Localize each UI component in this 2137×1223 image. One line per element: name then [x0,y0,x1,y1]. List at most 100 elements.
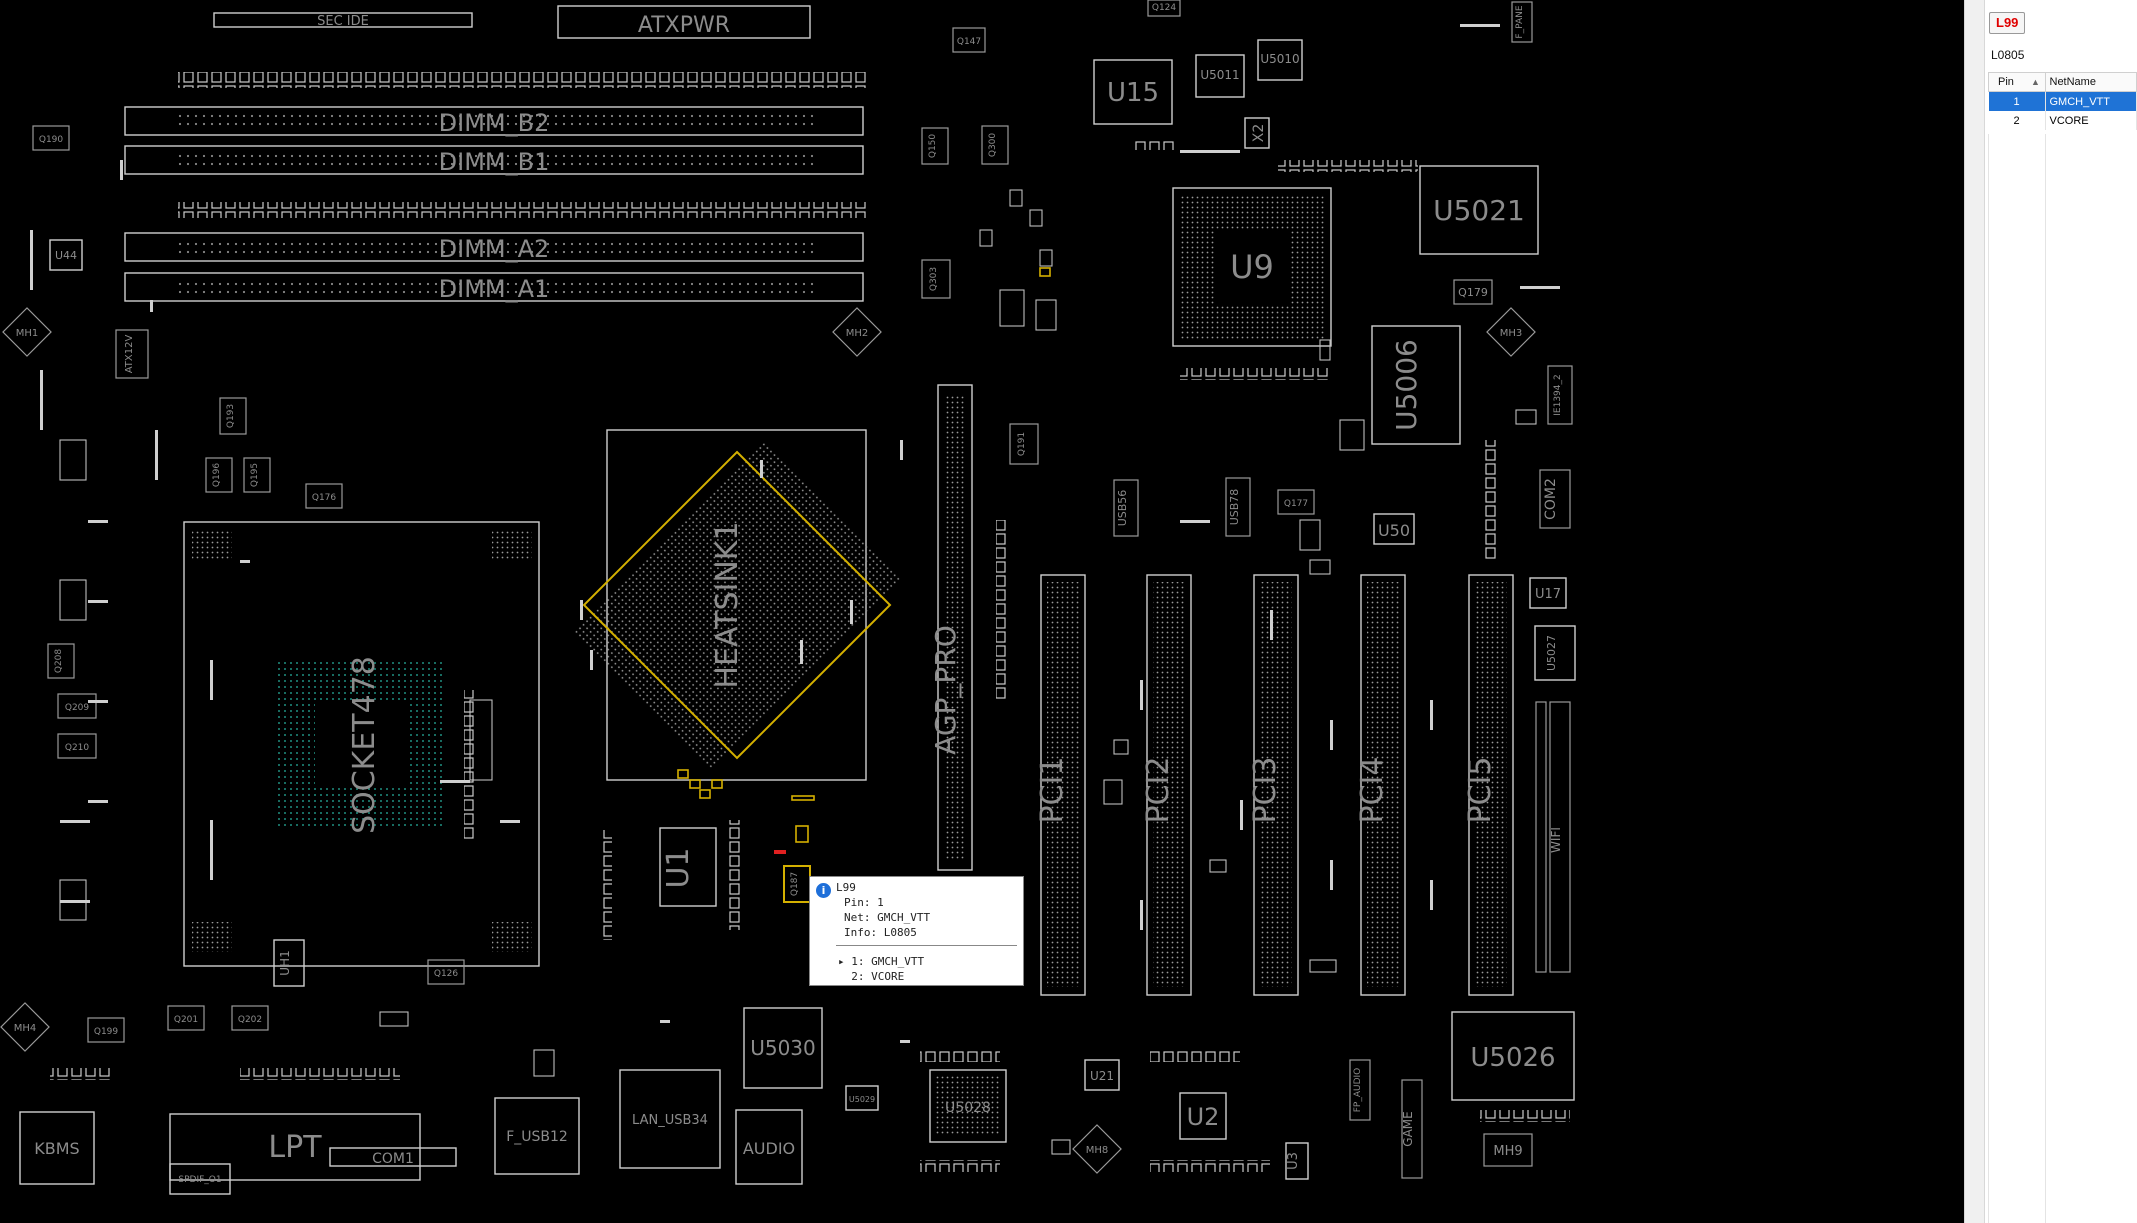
dimm-a1-slot[interactable]: DIMM_A1 [124,272,864,303]
table-row[interactable]: 1 GMCH_VTT [1988,91,2137,111]
tooltip-pin-item-1[interactable]: ▸ 1: GMCH_VTT [838,955,925,968]
svg-text:SPDIF_O1: SPDIF_O1 [178,1175,221,1185]
q177[interactable]: Q177 [1277,489,1315,515]
usb78-connector[interactable]: USB78 [1225,477,1251,537]
spdif-connector[interactable]: SPDIF_O1 [169,1163,231,1195]
kbms-connector[interactable]: KBMS [19,1111,95,1185]
svg-text:Q195: Q195 [250,463,260,487]
q191[interactable]: Q191 [1009,423,1039,465]
svg-text:IE1394_2: IE1394_2 [1553,374,1563,415]
chip-u5027[interactable]: U5027 [1534,625,1576,681]
agp-pro-slot[interactable]: AGP_PRO [929,384,973,871]
chip-u44[interactable]: U44 [49,239,83,271]
q176[interactable]: Q176 [305,483,343,509]
chip-u3[interactable]: U3 [1285,1142,1309,1180]
chip-u21[interactable]: U21 [1084,1059,1120,1091]
wifi-connector[interactable]: WIFI [1549,701,1571,973]
q150[interactable]: Q150 [921,127,949,165]
q195[interactable]: Q195 [243,457,271,493]
q300[interactable]: Q300 [981,125,1009,165]
sec-ide-connector[interactable]: SEC IDE [213,12,473,29]
audio-connector[interactable]: AUDIO [735,1109,803,1185]
chip-u5028[interactable]: U5028 [929,1069,1007,1143]
q201[interactable]: Q201 [167,1005,205,1031]
svg-text:FP_AUDIO: FP_AUDIO [1353,1068,1363,1113]
tooltip-pin-item-2[interactable]: 2: VCORE [838,970,905,983]
f-usb12-connector[interactable]: F_USB12 [494,1097,580,1175]
svg-text:MH4: MH4 [14,1023,37,1034]
chip-u9[interactable]: U9 [1172,187,1332,347]
chip-u17[interactable]: U17 [1529,577,1567,609]
chip-u5021[interactable]: U5021 [1419,165,1539,255]
lan-usb34-connector[interactable]: LAN_USB34 [619,1069,721,1169]
ie1394-connector[interactable]: IE1394_2 [1547,365,1573,425]
chip-u5010[interactable]: U5010 [1257,39,1303,81]
chip-u1[interactable]: U1 [659,827,717,907]
atxpwr-connector[interactable]: ATXPWR [557,5,811,39]
dimm-a2-slot[interactable]: DIMM_A2 [124,232,864,263]
pci4-slot[interactable]: PCI4 [1355,574,1406,996]
q303[interactable]: Q303 [921,259,951,299]
panel-splitter[interactable] [1964,0,1985,1223]
mh9[interactable]: MH9 [1483,1133,1533,1167]
pci5-slot[interactable]: PCI5 [1463,574,1514,996]
board-canvas[interactable]: SEC IDE ATXPWR DIMM_B2 DIMM_B1 DIMM_A2 D… [0,0,1964,1223]
chip-u2[interactable]: U2 [1179,1092,1227,1140]
mh2[interactable]: MH2 [832,307,882,357]
heatsink[interactable]: HEATSINK1 [572,429,902,781]
part-name-badge[interactable]: L99 [1989,12,2026,34]
mh1[interactable]: MH1 [2,307,52,357]
pci2-slot[interactable]: PCI2 [1141,574,1192,996]
chip-u15[interactable]: U15 [1093,59,1173,125]
q199[interactable]: Q199 [87,1017,125,1043]
chip-u50[interactable]: U50 [1373,513,1415,545]
column-header-netname[interactable]: NetName [2044,72,2137,92]
selected-part-l99[interactable] [774,850,786,854]
pin-table[interactable]: Pin ▲ NetName 1 GMCH_VTT 2 VCORE [1988,72,2137,130]
fp-audio-connector[interactable]: FP_AUDIO [1349,1059,1371,1121]
chip-u5030[interactable]: U5030 [743,1007,823,1089]
chip-u5029[interactable]: U5029 [845,1085,879,1111]
svg-text:WIFI: WIFI [1549,827,1563,853]
chip-u5011[interactable]: U5011 [1195,54,1245,98]
dimm-b1-slot[interactable]: DIMM_B1 [124,145,864,176]
svg-text:PCI2: PCI2 [1141,757,1176,824]
lpt-connector[interactable]: LPT [169,1113,421,1181]
com1-connector[interactable]: COM1 [329,1147,457,1167]
chip-uh1[interactable]: UH1 [273,939,305,987]
q202[interactable]: Q202 [231,1005,269,1031]
pci3-slot[interactable]: PCI3 [1248,574,1299,996]
q208[interactable]: Q208 [47,643,75,679]
q210[interactable]: Q210 [57,733,97,759]
svg-text:Q300: Q300 [988,133,998,158]
q179[interactable]: Q179 [1453,279,1493,305]
cpu-socket[interactable]: SOCKET478 [183,521,540,967]
chip-u5026[interactable]: U5026 [1451,1011,1575,1101]
svg-text:U5026: U5026 [1470,1043,1555,1073]
chip-u5006[interactable]: U5006 [1371,325,1461,445]
q196[interactable]: Q196 [205,457,233,493]
com2-connector[interactable]: COM2 [1539,469,1571,529]
mh4[interactable]: MH4 [0,1002,50,1052]
atx12v-connector[interactable]: ATX12V [115,329,149,379]
q209[interactable]: Q209 [57,693,97,719]
svg-text:U5029: U5029 [849,1095,875,1104]
q187[interactable]: Q187 [783,865,811,903]
mh8[interactable]: MH8 [1072,1124,1122,1174]
game-connector[interactable]: GAME [1401,1079,1423,1179]
q193[interactable]: Q193 [219,397,247,435]
dimm-b2-slot[interactable]: DIMM_B2 [124,106,864,137]
q124[interactable]: Q124 [1147,0,1181,17]
q126[interactable]: Q126 [427,959,465,985]
pci1-slot[interactable]: PCI1 [1035,574,1086,996]
usb56-connector[interactable]: USB56 [1113,479,1139,537]
table-row[interactable]: 2 VCORE [1988,111,2137,130]
svg-text:U3: U3 [1286,1152,1301,1170]
board-viewer[interactable]: SEC IDE ATXPWR DIMM_B2 DIMM_B1 DIMM_A2 D… [0,0,1964,1223]
f-panel-connector[interactable]: F_PANE [1511,1,1533,43]
column-header-pin[interactable]: Pin ▲ [1988,72,2046,92]
chip-x2[interactable]: X2 [1244,117,1270,149]
q190[interactable]: Q190 [32,125,70,151]
q147[interactable]: Q147 [952,27,986,53]
mh3[interactable]: MH3 [1486,307,1536,357]
